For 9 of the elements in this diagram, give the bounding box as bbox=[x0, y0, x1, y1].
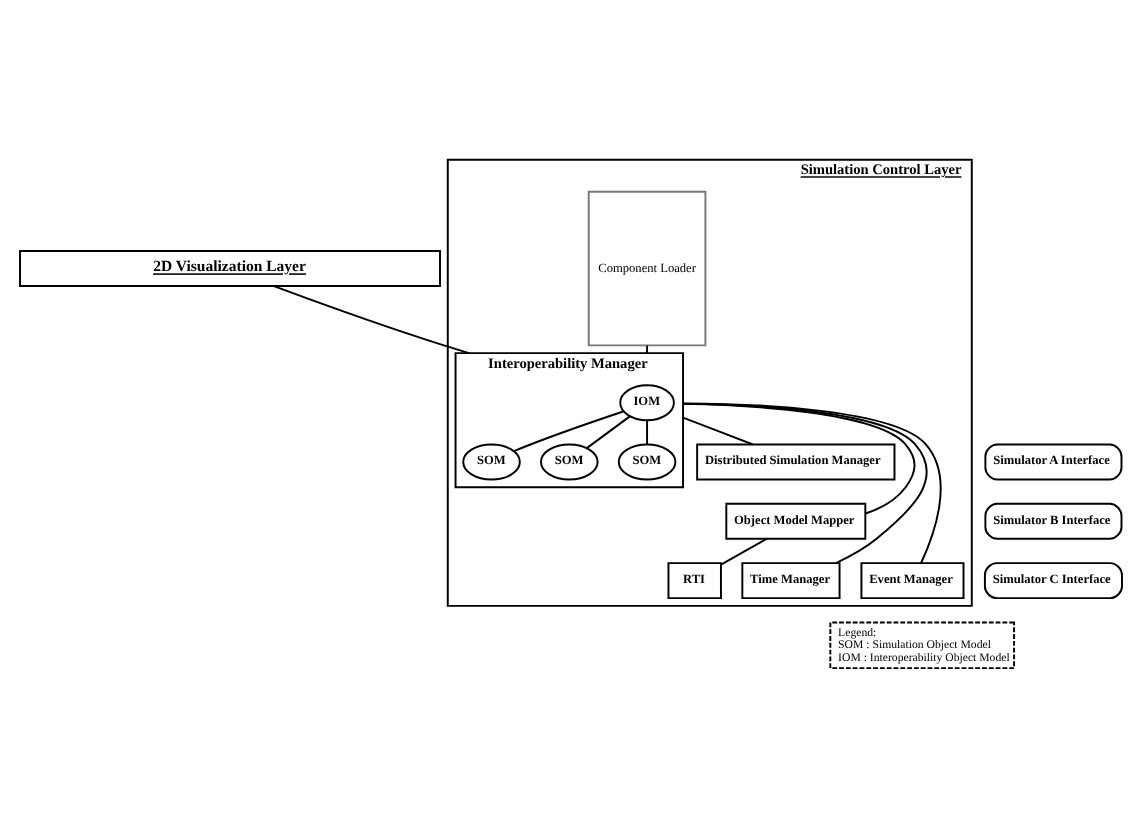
connector bbox=[720, 536, 768, 565]
connector bbox=[272, 284, 471, 354]
connector bbox=[646, 418, 649, 445]
connector bbox=[682, 401, 916, 514]
connector bbox=[513, 409, 625, 452]
connector bbox=[682, 415, 754, 445]
node-box: 2D Visualization Layer bbox=[19, 249, 441, 287]
connector bbox=[585, 414, 631, 449]
connector bbox=[646, 343, 649, 354]
